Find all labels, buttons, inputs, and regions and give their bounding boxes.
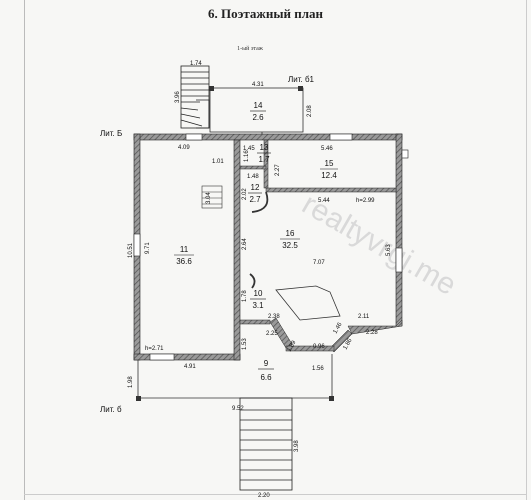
dimension-label: h=2.71 <box>145 346 164 352</box>
room-area: 2.7 <box>249 195 261 204</box>
page-edge <box>24 0 25 500</box>
room-number: 15 <box>325 159 334 168</box>
room-number: 9 <box>264 359 269 368</box>
room-area: 36.6 <box>176 257 192 266</box>
dimension-label: 3.98 <box>294 440 300 452</box>
porch-bottom <box>136 354 334 401</box>
dimension-label: 2.11 <box>358 314 370 320</box>
dimension-label: 4.91 <box>184 364 196 370</box>
dimension-label: 1.86 <box>343 337 354 351</box>
dimension-label: 1.53 <box>242 338 248 350</box>
watermark: realtyvrgi.me <box>297 187 462 301</box>
dimension-label: 1.78 <box>242 290 248 302</box>
dimension-label: 1.01 <box>212 159 224 165</box>
floor-label: 1-ый этаж <box>237 46 263 52</box>
dimension-label: 4.09 <box>178 145 190 151</box>
dimension-label: 2.08 <box>307 105 313 117</box>
page-edge <box>24 494 527 495</box>
dimension-label: 2.27 <box>275 164 281 176</box>
room-area: 6.6 <box>260 373 272 382</box>
top-staircase <box>180 65 210 129</box>
room-number: 12 <box>251 183 260 192</box>
room-10: 10 3.1 <box>250 289 266 310</box>
dimension-label: 2.64 <box>242 238 248 250</box>
room-number: 16 <box>286 229 295 238</box>
dimension-label: 3.04 <box>206 192 212 204</box>
lit-label-b1: Лит. б1 <box>288 75 315 84</box>
dimension-label: 7.07 <box>313 260 325 266</box>
page-edge <box>526 0 527 500</box>
lit-label-b: Лит. б <box>100 405 122 414</box>
room-9: 9 6.6 <box>258 359 274 382</box>
room-area: 1.7 <box>258 155 270 164</box>
room-11: 11 36.6 <box>174 245 194 266</box>
dimension-label: 2.02 <box>242 188 248 200</box>
dimension-label: 1.48 <box>247 174 259 180</box>
dimension-label: 5.44 <box>318 198 330 204</box>
windows <box>133 133 409 361</box>
dimension-label: 1.16 <box>244 150 250 162</box>
dimension-label: 2.38 <box>268 314 280 320</box>
dimension-label: 3.96 <box>175 91 181 103</box>
room-14: 14 2.6 <box>250 101 266 122</box>
room-area: 2.6 <box>252 113 264 122</box>
dimension-label: 4.31 <box>252 82 264 88</box>
dimension-label: 1.89 <box>287 339 298 353</box>
room-15: 15 12.4 <box>320 159 338 180</box>
room-number: 11 <box>180 245 189 254</box>
dimension-label: 1.56 <box>312 366 324 372</box>
dimension-label: 2.25 <box>266 331 278 337</box>
room-12: 12 2.7 <box>248 183 262 204</box>
dimension-label: 5.63 <box>386 244 392 256</box>
dimension-label: 1.98 <box>128 376 134 388</box>
dimension-label: 5.46 <box>321 146 333 152</box>
room-number: 10 <box>254 289 263 298</box>
room-number: 13 <box>260 143 269 152</box>
room-area: 3.1 <box>252 301 264 310</box>
dimension-label: 10.51 <box>128 242 134 258</box>
inner-stair <box>201 185 223 209</box>
page-title: 6. Поэтажный план <box>207 6 323 21</box>
room-number: 14 <box>254 101 263 110</box>
dimension-label: 1.74 <box>190 61 202 67</box>
dimension-label: 2.20 <box>258 493 270 499</box>
dimension-label: 1.46 <box>333 321 344 335</box>
dimension-label: 9.71 <box>145 242 151 254</box>
lit-label-B: Лит. Б <box>100 129 122 138</box>
dimension-label: 1.45 <box>243 146 255 152</box>
room-area: 32.5 <box>282 241 298 250</box>
room-area: 12.4 <box>321 171 337 180</box>
dimension-label: 2.28 <box>366 330 378 336</box>
dimension-label: 0.96 <box>313 344 325 350</box>
dimension-label: h=2.99 <box>356 198 375 204</box>
room-13: 13 1.7 <box>257 143 271 164</box>
bottom-stairs <box>239 397 293 491</box>
room-16: 16 32.5 <box>280 229 300 250</box>
dimension-label: 9.52 <box>232 406 244 412</box>
